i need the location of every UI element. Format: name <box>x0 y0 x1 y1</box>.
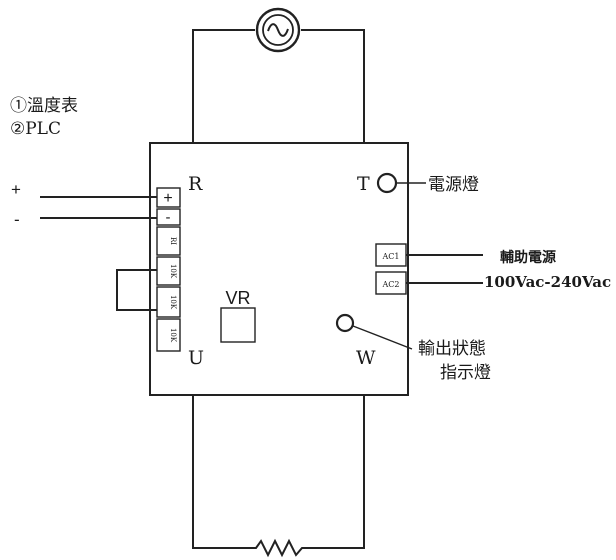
terminal-10k-2 <box>156 286 181 318</box>
terminal-minus-label: - <box>166 209 171 226</box>
controller-module <box>149 142 409 396</box>
corner-label-w: W <box>356 347 376 369</box>
aux-power-title: 輔助電源 <box>500 249 556 266</box>
terminal-10k-3-label: 10K <box>169 328 177 343</box>
terminal-10k-2-label: 10K <box>169 295 177 310</box>
terminal-ac1-label: AC1 <box>382 252 400 261</box>
corner-label-u: U <box>188 347 204 369</box>
top-right-wire <box>301 29 365 147</box>
terminal-minus <box>156 208 181 226</box>
resistor-icon <box>250 538 308 558</box>
power-lamp-icon <box>376 172 398 194</box>
top-left-wire <box>192 29 255 147</box>
terminal-ri <box>156 226 181 256</box>
terminal-10k-1-label: 10K <box>169 264 177 279</box>
input-minus-sign: - <box>14 210 20 229</box>
bottom-left-wire <box>192 395 250 549</box>
corner-label-t: T <box>357 173 370 195</box>
terminal-ac2-label: AC2 <box>382 280 400 289</box>
bottom-right-wire <box>308 395 365 549</box>
vr-potentiometer <box>220 307 256 343</box>
terminal-plus <box>156 187 181 208</box>
ac-source-icon <box>255 7 301 53</box>
terminal-plus-label: + <box>163 190 172 207</box>
power-lamp-label: 電源燈 <box>428 175 479 195</box>
terminal-ri-label: RI <box>169 237 177 245</box>
output-lamp-label-line2: 指示燈 <box>440 363 491 383</box>
terminal-strip <box>156 187 181 352</box>
jumper-wire <box>116 269 157 311</box>
output-lamp-icon <box>335 313 355 333</box>
terminal-10k-3 <box>156 318 181 352</box>
corner-label-r: R <box>188 173 203 195</box>
output-lamp-leader <box>352 325 413 350</box>
input-plus-sign: + <box>11 180 21 199</box>
aux-power-range: 100Vac-240Vac <box>484 273 611 291</box>
legend-item-plc: ②PLC <box>10 119 61 139</box>
output-lamp-label-line1: 輸出狀態 <box>418 339 486 359</box>
legend-item-thermometer: ①溫度表 <box>10 96 78 116</box>
vr-label: VR <box>225 288 250 308</box>
